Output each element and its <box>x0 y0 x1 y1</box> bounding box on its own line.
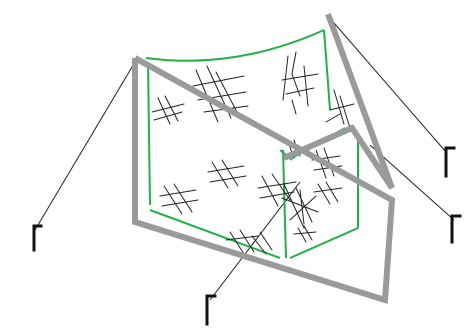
strand-cluster-8 <box>282 184 318 228</box>
stake-right-icon <box>452 216 460 242</box>
strand-cluster-6 <box>160 184 198 214</box>
strand-cluster-12 <box>294 226 316 242</box>
strand-cluster-1 <box>152 96 184 124</box>
strand-cluster-5 <box>208 160 246 188</box>
net-left-edge <box>148 62 150 205</box>
ground-stakes <box>34 148 460 324</box>
stake-left-icon <box>34 226 41 250</box>
stake-top-right-icon <box>446 148 454 176</box>
frames <box>135 14 392 300</box>
net-top-edge <box>146 30 324 61</box>
guy-line-left <box>35 62 135 230</box>
strand-cluster-3 <box>282 52 318 114</box>
netting <box>146 30 358 258</box>
stake-bottom-icon <box>207 296 215 324</box>
net-right-edge-upper <box>324 30 330 110</box>
strand-cluster-10 <box>314 182 342 204</box>
